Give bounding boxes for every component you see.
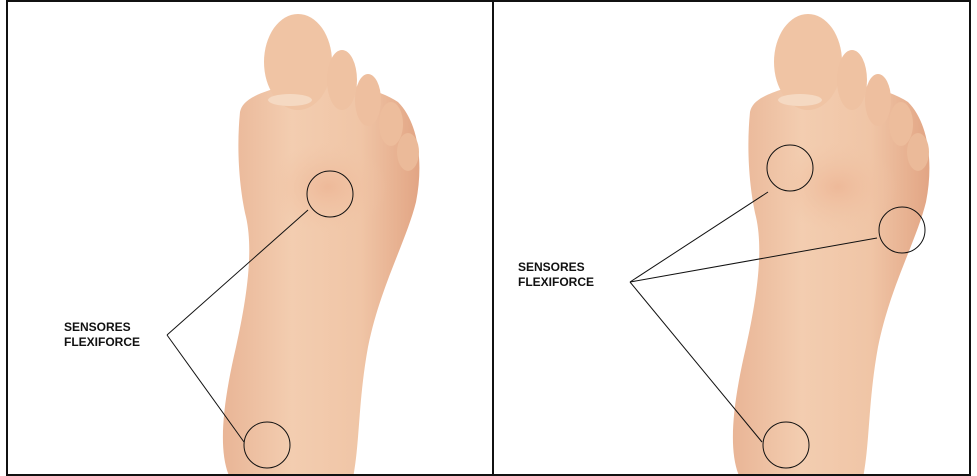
ball-shading	[268, 142, 388, 232]
sensor-label-line2: FLEXIFORCE	[64, 335, 140, 350]
leader-line-medial-ball	[630, 192, 768, 282]
second-toe	[327, 50, 357, 110]
fourth-toe	[889, 102, 913, 146]
toe-crease	[268, 94, 312, 106]
third-toe	[355, 74, 381, 126]
third-toe	[865, 74, 891, 126]
right-foot-illustration	[494, 2, 971, 476]
leader-line-heel	[630, 282, 762, 442]
sensor-label-line1: SENSORES	[518, 260, 594, 275]
sensor-label: SENSORES FLEXIFORCE	[518, 260, 594, 290]
toe-crease	[778, 94, 822, 106]
sensor-label: SENSORES FLEXIFORCE	[64, 320, 140, 350]
little-toe	[907, 133, 929, 171]
left-panel: SENSORES FLEXIFORCE	[6, 0, 494, 476]
sensor-label-line2: FLEXIFORCE	[518, 275, 594, 290]
left-foot-illustration	[8, 2, 494, 476]
right-panel: SENSORES FLEXIFORCE	[492, 0, 971, 476]
little-toe	[397, 133, 419, 171]
ball-shading	[778, 142, 898, 232]
fourth-toe	[379, 102, 403, 146]
sensor-label-line1: SENSORES	[64, 320, 140, 335]
second-toe	[837, 50, 867, 110]
